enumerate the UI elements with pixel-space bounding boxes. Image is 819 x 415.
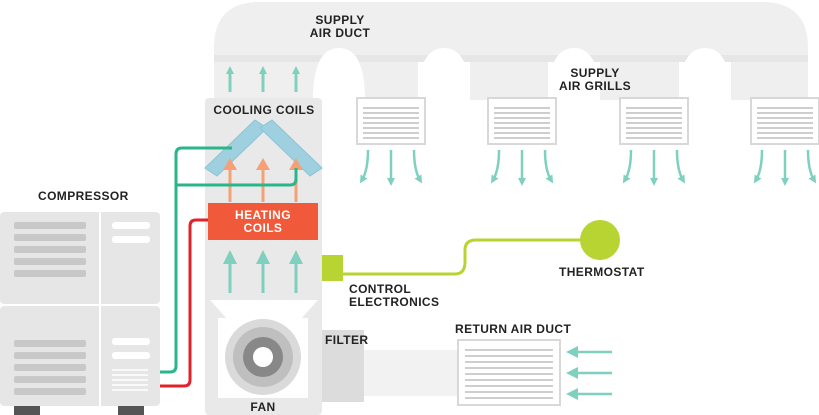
- supply-air-grills-label: SUPPLY AIR GRILLS: [559, 66, 631, 93]
- return-air-duct-label: RETURN AIR DUCT: [455, 322, 572, 336]
- hot-refrigerant-line: [160, 218, 208, 388]
- heating-coils-label: HEATING COILS: [235, 208, 291, 235]
- thermostat-label: THERMOSTAT: [559, 265, 645, 279]
- fan-airflow-arrows: [223, 250, 303, 293]
- control-wire: [343, 238, 585, 276]
- fan-icon: [210, 300, 318, 398]
- duct-airflow-arrows: [226, 66, 300, 92]
- supply-grill: [356, 97, 426, 145]
- heating-coils: [208, 203, 318, 240]
- cooling-coils-label: COOLING COILS: [213, 103, 315, 117]
- fan-label: FAN: [250, 400, 276, 414]
- control-electronics-label: CONTROL ELECTRONICS: [349, 282, 440, 309]
- supply-grill: [619, 97, 689, 145]
- coolant-line: [176, 168, 298, 187]
- supply-grill: [750, 97, 819, 145]
- supply-airflow-arrows: [359, 149, 817, 186]
- return-airflow-arrows: [566, 346, 612, 400]
- control-electronics-box: [322, 255, 343, 281]
- return-air-duct: [364, 339, 561, 406]
- coolant-line: [160, 146, 232, 374]
- filter-label: FILTER: [325, 333, 369, 347]
- supply-grill: [487, 97, 557, 145]
- compressor-label: COMPRESSOR: [38, 189, 129, 203]
- thermostat-icon: [580, 220, 620, 260]
- compressor-icon: [0, 212, 160, 415]
- supply-air-duct-label: SUPPLY AIR DUCT: [309, 13, 371, 40]
- cooling-coils: [204, 119, 323, 177]
